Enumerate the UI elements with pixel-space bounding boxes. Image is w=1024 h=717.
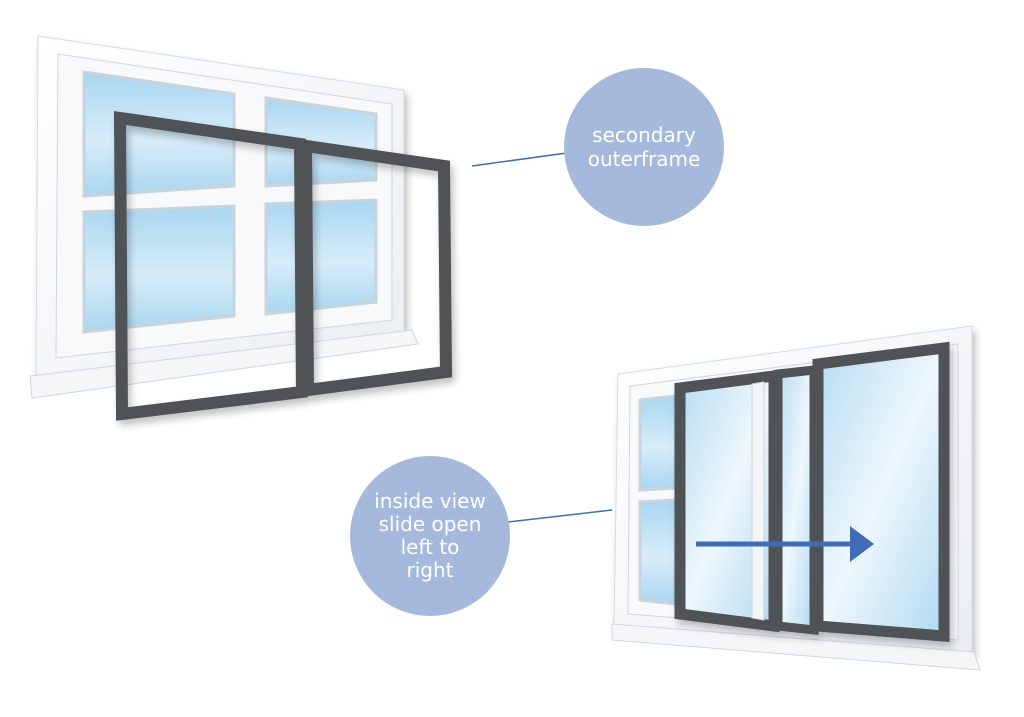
top-window-pane-top-right <box>264 96 378 188</box>
sliding-sashes <box>674 341 950 642</box>
secondary-outerframe-bubble: secondary outerframe <box>564 68 724 226</box>
secondary-outerframe <box>113 111 453 421</box>
sliding-sash-right <box>812 341 950 642</box>
bubble-text-line: inside view <box>374 489 486 513</box>
bottom-window-pane-top <box>638 394 678 492</box>
arrow-right-icon <box>696 526 874 562</box>
bubble-text-line: right <box>406 558 454 582</box>
inside-view-bubble: inside view slide open left to right <box>350 456 510 616</box>
sliding-sash-left-glass <box>680 376 774 626</box>
bubble-text-line: secondary <box>592 123 696 147</box>
sliding-sash-middle <box>773 364 819 636</box>
sliding-sash-right-glass <box>818 348 944 636</box>
top-window-pane-bottom-right <box>264 198 378 316</box>
secondary-frame-left-sash <box>113 111 309 421</box>
sliding-sash-left-mullion <box>751 381 765 621</box>
leader-line-top <box>471 151 575 167</box>
top-window-pane-bottom-left <box>82 204 236 334</box>
bubble-text-line: outerframe <box>587 147 701 171</box>
leader-line-bottom <box>507 509 613 523</box>
bubble-text-line: left to <box>400 535 460 559</box>
bottom-window-pane-bottom <box>638 498 678 606</box>
secondary-frame-right-sash <box>299 139 453 397</box>
bottom-window-sill <box>611 623 981 671</box>
bubble-text-line: slide open <box>378 512 482 536</box>
top-window <box>29 35 419 399</box>
